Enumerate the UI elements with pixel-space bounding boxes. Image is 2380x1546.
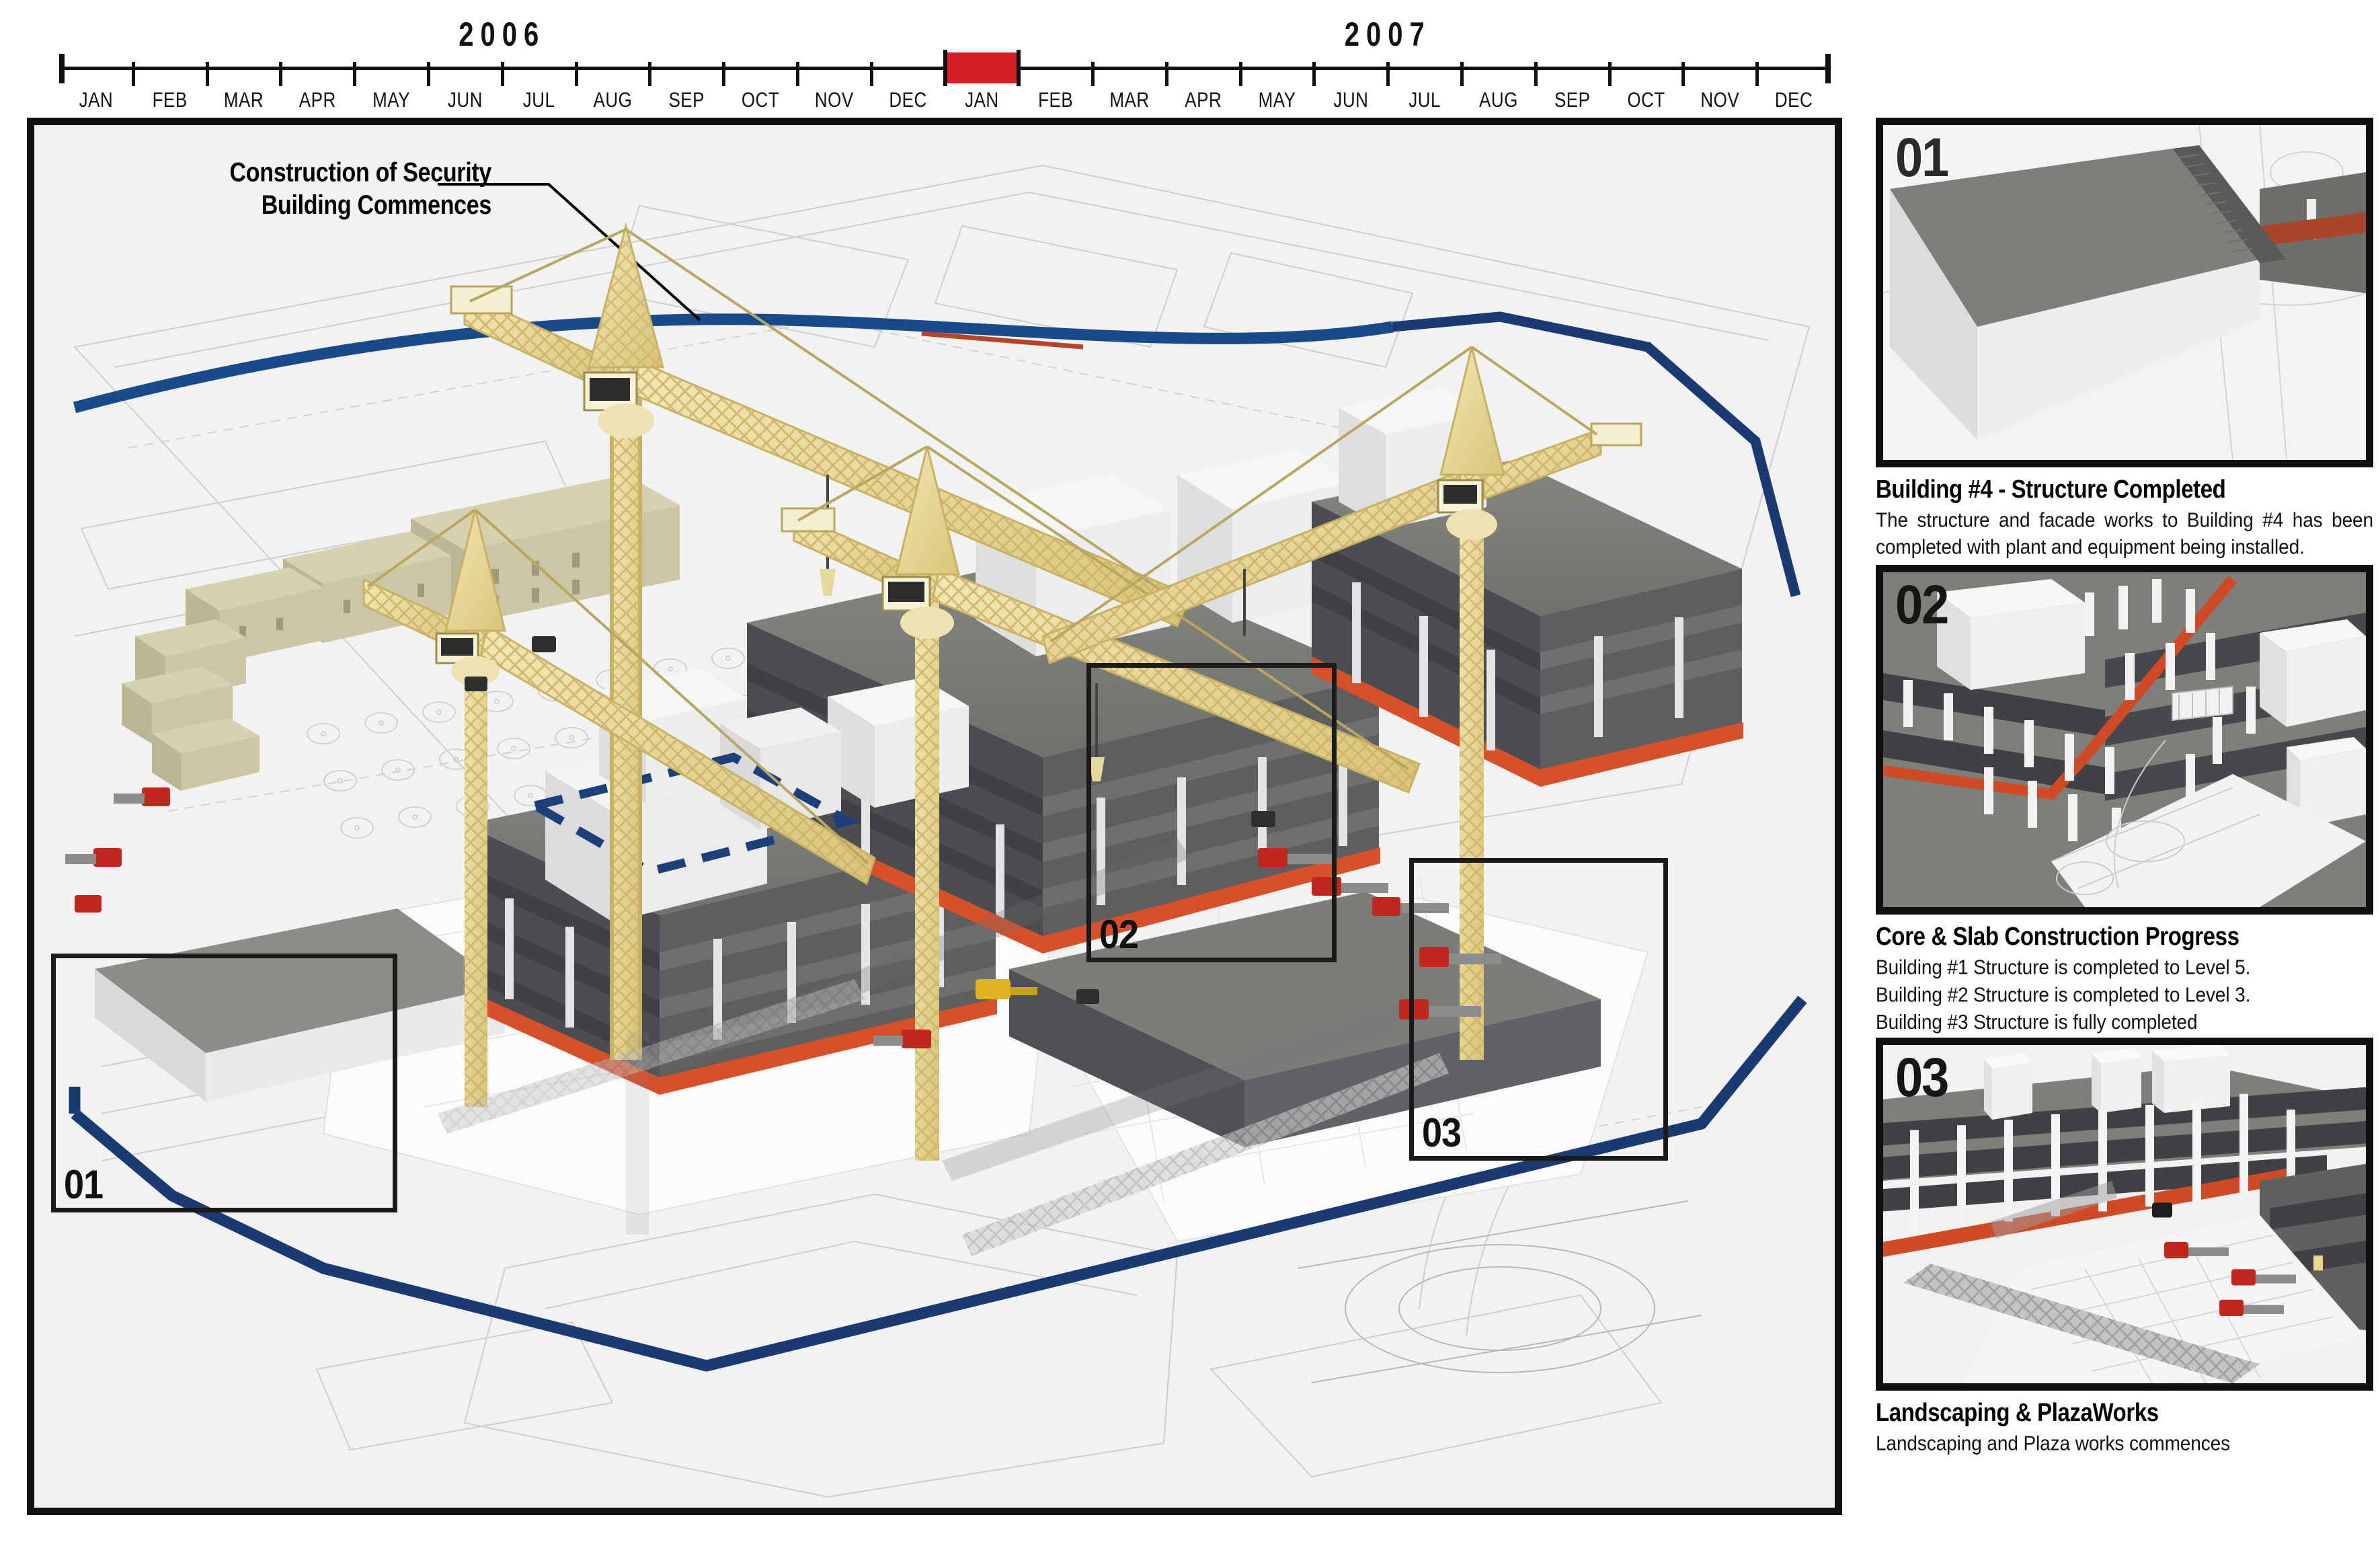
timeline-start-cap <box>59 54 65 83</box>
timeline-month-2007-FEB: FEB <box>1038 87 1074 112</box>
timeline-tick <box>574 62 578 86</box>
timeline-month-2007-NOV: NOV <box>1700 87 1740 112</box>
timeline-year-2007: 2007 <box>1344 16 1431 53</box>
progress-detail-sidebar: 01 Building #4 - Structure Completed The… <box>1876 118 2373 1540</box>
project-timeline: 2006 2007 JAN FEB MAR APR MAY JUN JUL AUG SEP OCT… <box>0 0 2380 114</box>
timeline-month-2006-JAN: JAN <box>79 87 114 112</box>
timeline-month-2007-AUG: AUG <box>1479 87 1518 112</box>
timeline-month-2007-JAN: JAN <box>965 87 999 112</box>
detail-thumbnail-03-number: 03 <box>1895 1046 1949 1108</box>
timeline-month-2006-JUN: JUN <box>447 87 483 112</box>
timeline-month-2006-APR: APR <box>299 87 336 112</box>
detail-card-01: 01 Building #4 - Structure Completed The… <box>1876 118 2373 558</box>
timeline-tick <box>1238 62 1242 86</box>
detail-card-03: 03 Landscaping & PlazaWorks Landscaping … <box>1876 1037 2373 1455</box>
timeline-tick <box>500 62 504 86</box>
timeline-tick <box>131 62 135 86</box>
region-box-01[interactable]: 01 <box>51 954 397 1212</box>
detail-card-02-body: Building #1 Structure is completed to Le… <box>1876 956 2251 1034</box>
region-box-02[interactable]: 02 <box>1086 663 1337 962</box>
timeline-month-2006-OCT: OCT <box>741 87 780 112</box>
detail-card-01-title: Building #4 - Structure Completed <box>1876 474 2226 504</box>
timeline-tick <box>1386 62 1390 86</box>
region-box-03[interactable]: 03 <box>1409 858 1668 1161</box>
timeline-tick <box>1164 62 1168 86</box>
timeline-tick <box>648 62 652 86</box>
timeline-month-2007-MAR: MAR <box>1109 87 1150 112</box>
timeline-month-2006-JUL: JUL <box>522 87 555 112</box>
timeline-tick <box>1608 62 1612 86</box>
timeline-tick <box>1755 62 1759 86</box>
detail-thumbnail-03[interactable]: 03 <box>1876 1037 2373 1391</box>
timeline-tick <box>1681 62 1685 86</box>
timeline-month-2007-OCT: OCT <box>1627 87 1665 112</box>
construction-site-rendering <box>34 125 1835 1508</box>
timeline-month-2007-SEP: SEP <box>1554 87 1591 112</box>
timeline-tick <box>1312 62 1316 86</box>
callout-security-building: Construction of Security Building Commen… <box>169 157 492 223</box>
region-box-02-label: 02 <box>1099 912 1139 958</box>
detail-card-03-body: Landscaping and Plaza works commences <box>1876 1432 2231 1455</box>
detail-card-01-body: The structure and facade works to Buildi… <box>1876 508 2373 559</box>
timeline-month-2006-MAY: MAY <box>372 87 411 112</box>
timeline-tick <box>1091 62 1095 86</box>
timeline-month-2006-NOV: NOV <box>814 87 854 112</box>
detail-thumbnail-01-number: 01 <box>1895 126 1949 188</box>
callout-line-1: Construction of Security <box>229 157 492 188</box>
timeline-tick <box>205 62 209 86</box>
detail-card-03-title: Landscaping & PlazaWorks <box>1876 1397 2159 1426</box>
timeline-month-2006-MAR: MAR <box>223 87 264 112</box>
timeline-end-cap <box>1825 54 1831 83</box>
timeline-tick <box>1460 62 1464 86</box>
timeline-month-2007-DEC: DEC <box>1774 87 1813 112</box>
timeline-month-2006-SEP: SEP <box>668 87 705 112</box>
detail-card-02-title: Core & Slab Construction Progress <box>1876 921 2239 950</box>
detail-thumbnail-02[interactable]: 02 <box>1876 564 2373 915</box>
timeline-tick <box>279 62 283 86</box>
timeline-year-2006: 2006 <box>459 16 546 53</box>
site-overview-panel: Construction of Security Building Commen… <box>27 118 1842 1515</box>
region-box-01-label: 01 <box>64 1162 104 1208</box>
timeline-month-2007-JUL: JUL <box>1409 87 1441 112</box>
detail-thumbnail-01[interactable]: 01 <box>1876 118 2373 467</box>
timeline-month-2006-DEC: DEC <box>889 87 927 112</box>
timeline-tick <box>1534 62 1538 86</box>
timeline-month-2007-JUN: JUN <box>1333 87 1369 112</box>
timeline-tick <box>795 62 799 86</box>
callout-line-2: Building Commences <box>261 190 492 221</box>
timeline-month-2006-FEB: FEB <box>152 87 188 112</box>
timeline-tick <box>353 62 357 86</box>
timeline-current-marker[interactable] <box>943 50 1021 86</box>
detail-thumbnail-02-number: 02 <box>1895 574 1949 635</box>
timeline-tick <box>722 62 726 86</box>
detail-card-02: 02 Core & Slab Construction Progress Bui… <box>1876 564 2373 1034</box>
region-box-03-label: 03 <box>1422 1110 1462 1156</box>
timeline-month-2006-AUG: AUG <box>593 87 633 112</box>
timeline-month-2007-MAY: MAY <box>1258 87 1296 112</box>
timeline-month-2007-APR: APR <box>1185 87 1222 112</box>
timeline-tick <box>426 62 430 86</box>
timeline-tick <box>869 62 873 86</box>
